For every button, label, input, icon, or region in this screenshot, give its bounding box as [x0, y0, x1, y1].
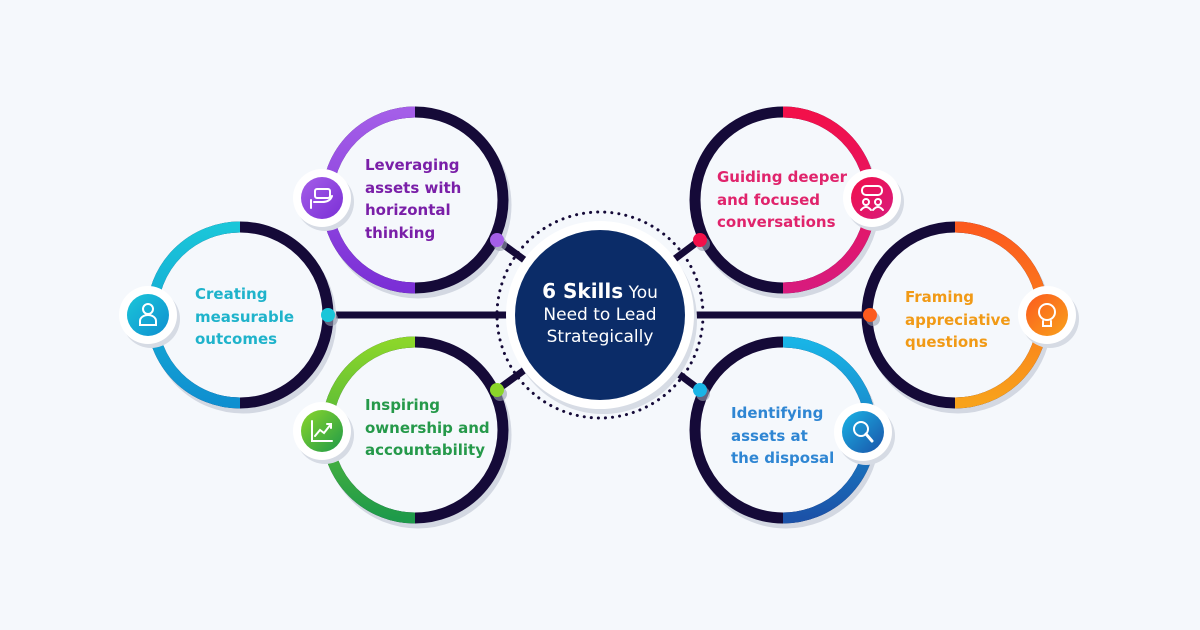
magnifier-icon [842, 411, 884, 453]
dotted-ring [495, 210, 705, 420]
person-icon [127, 294, 169, 336]
connector-dot [490, 233, 504, 247]
lightbulb-icon [1026, 294, 1068, 336]
connector-dot [321, 308, 335, 322]
connector-dot [693, 233, 707, 247]
skill-label-framing: Framing appreciative questions [905, 288, 1011, 351]
hand-with-cash-icon [301, 177, 343, 219]
connector-dot [863, 308, 877, 322]
skill-label-leveraging: Leveraging assets with horizontal thinki… [365, 156, 462, 242]
skill-label-guiding: Guiding deeper and focused conversations [717, 168, 848, 231]
center-title-rest: You [623, 283, 658, 303]
conversation-icon [851, 177, 893, 219]
connector-dot [490, 383, 504, 397]
skill-label-inspiring: Inspiring ownership and accountability [365, 396, 490, 459]
growth-chart-icon [301, 410, 343, 452]
center-circle [515, 230, 685, 400]
skill-label-identifying: Identifying assets at the disposal [731, 404, 835, 467]
center-title-line2: Need to Lead [543, 305, 657, 325]
skill-label-creating: Creating measurable outcomes [195, 285, 295, 348]
center-title-bold: 6 Skills [542, 279, 624, 303]
connector-dot [693, 383, 707, 397]
center-title-line3: Strategically [546, 327, 654, 347]
